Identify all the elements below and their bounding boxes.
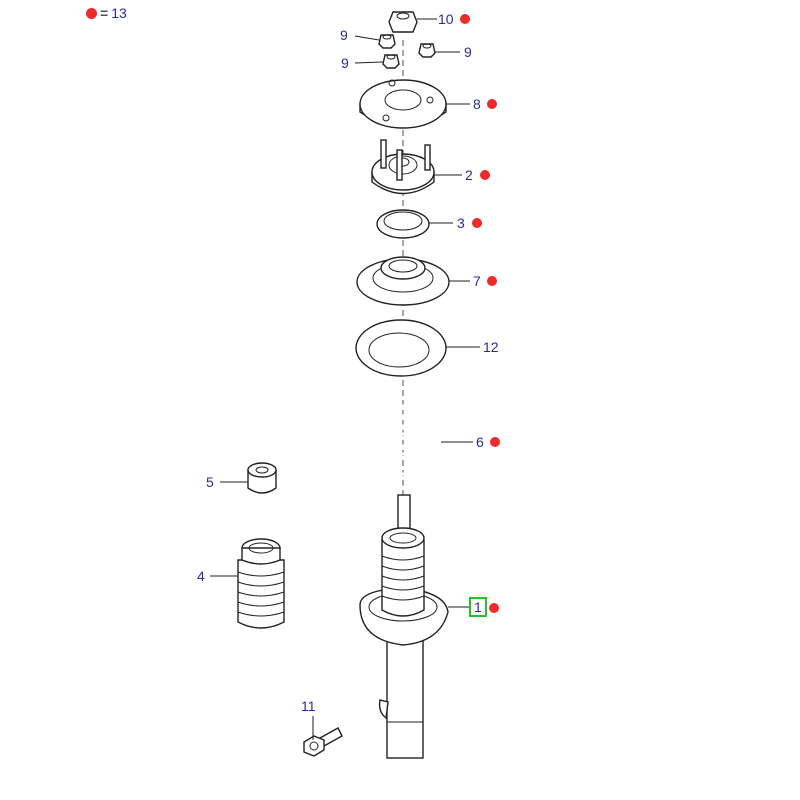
- callout-label[interactable]: 1: [474, 599, 482, 615]
- callout-label[interactable]: 8: [473, 96, 481, 112]
- part-2-strut-mount[interactable]: [371, 139, 435, 195]
- red-dot-icon: [86, 7, 97, 19]
- callout-label[interactable]: 2: [465, 167, 473, 183]
- callout-8[interactable]: 8: [473, 96, 497, 112]
- callout-label[interactable]: 11: [301, 698, 316, 714]
- callout-9a[interactable]: 9: [340, 27, 348, 43]
- part-8-top-mount[interactable]: [359, 79, 447, 129]
- part-1-shock-absorber[interactable]: [359, 494, 449, 759]
- callout-label[interactable]: 3: [457, 215, 465, 231]
- callout-1[interactable]: 1: [469, 597, 499, 617]
- callout-label[interactable]: 9: [340, 27, 348, 43]
- part-3-bearing[interactable]: [376, 209, 430, 239]
- callout-6[interactable]: 6: [476, 434, 500, 450]
- red-dot-icon: [490, 437, 500, 447]
- legend-equals: =: [100, 5, 109, 21]
- callout-3[interactable]: 3: [457, 215, 482, 231]
- part-7-spring-seat[interactable]: [356, 256, 450, 306]
- part-9-nut-right[interactable]: [418, 43, 436, 58]
- callout-label[interactable]: 9: [341, 55, 349, 71]
- red-dot-icon: [472, 218, 482, 228]
- callout-7[interactable]: 7: [473, 273, 497, 289]
- part-6-coil-spring[interactable]: [359, 386, 443, 489]
- red-dot-icon: [487, 99, 497, 109]
- callout-label[interactable]: 7: [473, 273, 481, 289]
- callout-5[interactable]: 5: [206, 474, 214, 490]
- legend: = 13: [86, 5, 127, 21]
- part-4-dust-boot[interactable]: [237, 538, 285, 629]
- callout-label[interactable]: 10: [438, 11, 454, 27]
- leader-lines: [210, 18, 480, 740]
- part-10-nut[interactable]: [388, 11, 418, 33]
- red-dot-icon: [489, 603, 499, 613]
- callout-label[interactable]: 9: [464, 44, 472, 60]
- red-dot-icon: [480, 170, 490, 180]
- callout-10[interactable]: 10: [438, 11, 470, 27]
- part-9-nut-left[interactable]: [378, 34, 396, 49]
- callout-9c[interactable]: 9: [341, 55, 349, 71]
- red-dot-icon: [460, 14, 470, 24]
- legend-count: 13: [111, 5, 127, 21]
- callout-2[interactable]: 2: [465, 167, 490, 183]
- red-dot-icon: [487, 276, 497, 286]
- callout-label[interactable]: 12: [483, 339, 499, 355]
- callout-4[interactable]: 4: [197, 568, 205, 584]
- callout-12[interactable]: 12: [483, 339, 499, 355]
- callout-9b[interactable]: 9: [464, 44, 472, 60]
- part-9-nut-lower[interactable]: [382, 54, 400, 69]
- callout-label[interactable]: 5: [206, 474, 214, 490]
- part-11-bolt[interactable]: [303, 727, 343, 757]
- callout-11[interactable]: 11: [301, 698, 316, 714]
- callout-label[interactable]: 6: [476, 434, 484, 450]
- callout-label[interactable]: 4: [197, 568, 205, 584]
- part-12-spring-insulator[interactable]: [355, 319, 447, 377]
- selection-box: [469, 597, 487, 617]
- part-5-bump-stop[interactable]: [247, 462, 277, 494]
